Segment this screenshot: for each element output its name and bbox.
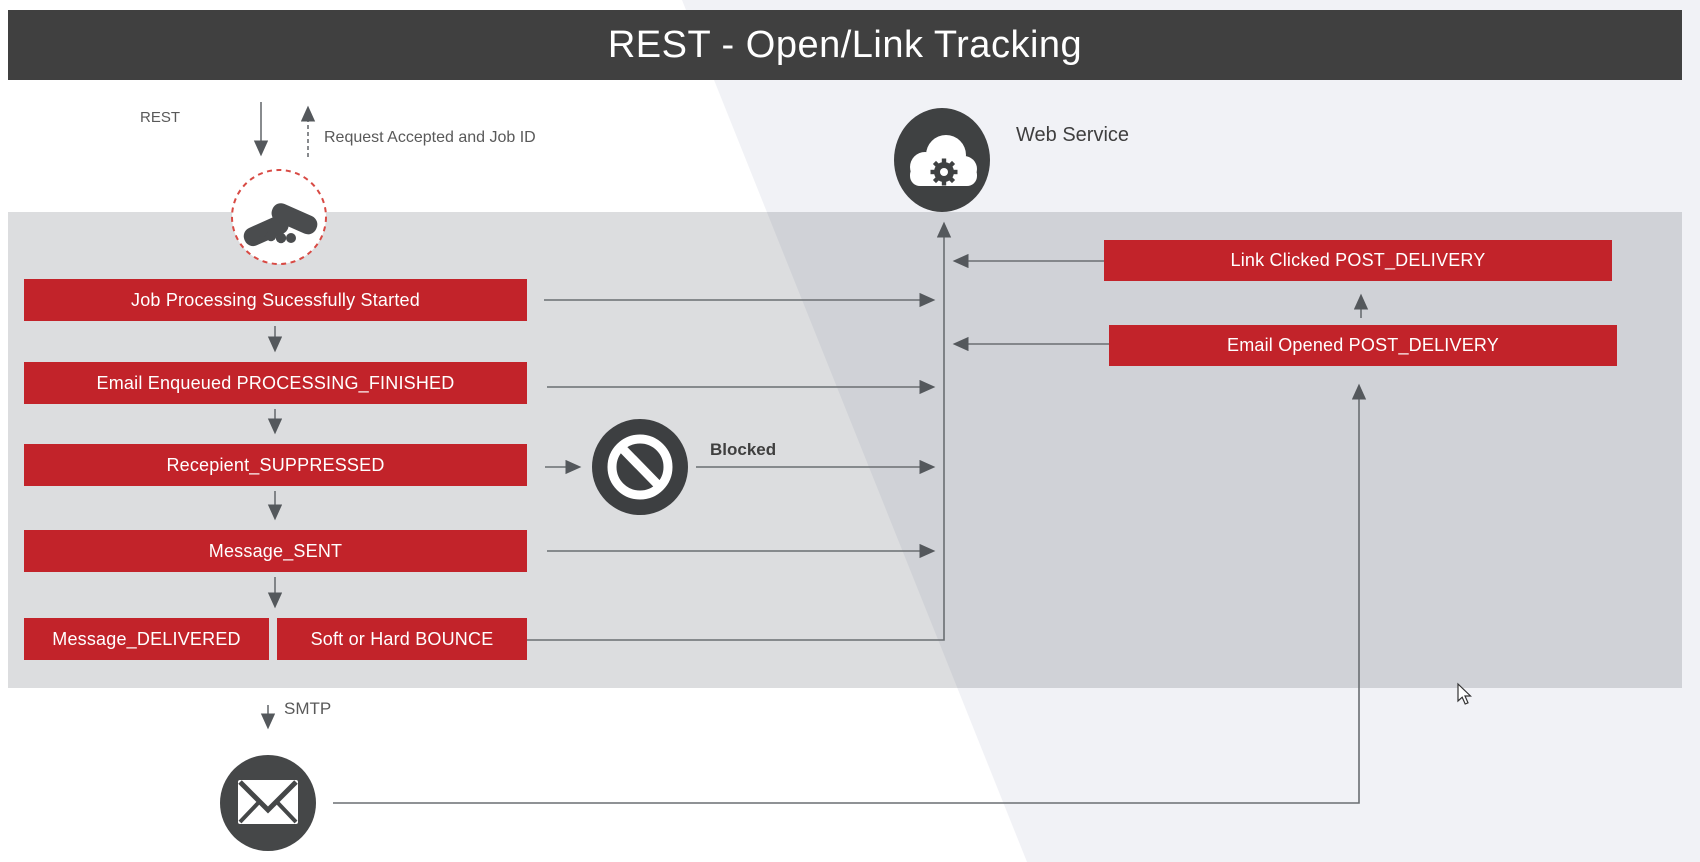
node-message-delivered: Message_DELIVERED: [24, 618, 269, 660]
request-accepted-label: Request Accepted and Job ID: [324, 129, 536, 146]
bus-line-to-webservice: [527, 221, 952, 641]
blocked-label: Blocked: [710, 440, 777, 459]
rest-protocol-label: REST: [140, 109, 181, 126]
prohibition-icon: [592, 419, 688, 515]
node-job-processing-started: Job Processing Sucessfully Started: [24, 279, 527, 321]
web-service-label: Web Service: [1016, 124, 1130, 146]
title-banner: REST - Open/Link Tracking: [8, 10, 1682, 80]
node-email-enqueued: Email Enqueued PROCESSING_FINISHED: [24, 362, 527, 404]
page-title: REST - Open/Link Tracking: [607, 23, 1083, 66]
cloud-gear-icon: [894, 108, 990, 212]
node-recepient-suppressed: Recepient_SUPPRESSED: [24, 444, 527, 486]
line-envelope-to-emailopened: [333, 383, 1367, 804]
node-email-opened-post-delivery: Email Opened POST_DELIVERY: [1109, 325, 1617, 366]
mouse-cursor: [1457, 682, 1472, 705]
node-soft-hard-bounce: Soft or Hard BOUNCE: [277, 618, 527, 660]
handshake-icon: [231, 169, 327, 265]
envelope-icon: [220, 755, 316, 851]
node-link-clicked-post-delivery: Link Clicked POST_DELIVERY: [1104, 240, 1612, 281]
smtp-label: SMTP: [284, 699, 332, 718]
node-message-sent: Message_SENT: [24, 530, 527, 572]
